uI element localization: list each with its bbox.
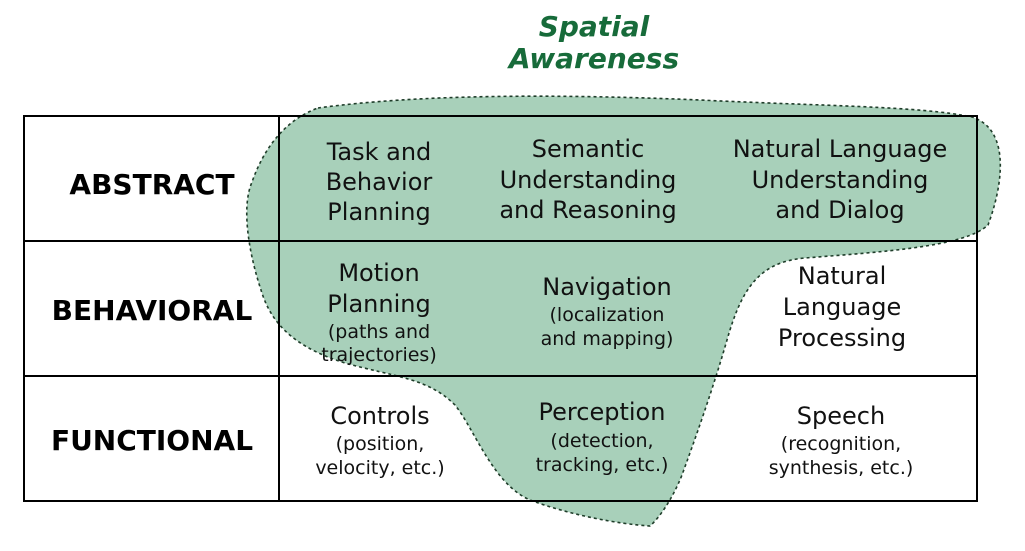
spatial-awareness-region xyxy=(246,95,1002,527)
svg-text:Understanding: Understanding xyxy=(752,166,929,194)
cell-perception: Perception (detection, tracking, etc.) xyxy=(536,398,669,476)
svg-text:Semantic: Semantic xyxy=(532,135,645,163)
svg-text:(position,: (position, xyxy=(336,433,425,455)
svg-text:Language: Language xyxy=(783,293,901,321)
svg-text:(localization: (localization xyxy=(550,304,665,326)
svg-text:(recognition,: (recognition, xyxy=(781,433,901,455)
svg-text:velocity, etc.): velocity, etc.) xyxy=(315,457,444,479)
svg-text:Motion: Motion xyxy=(338,259,419,287)
svg-text:Natural: Natural xyxy=(798,262,887,290)
diagram-title-line2: Awareness xyxy=(507,42,679,75)
diagram-title-line1: Spatial xyxy=(539,10,650,43)
svg-text:Task and: Task and xyxy=(326,138,432,166)
svg-text:Navigation: Navigation xyxy=(542,273,671,301)
svg-text:and Dialog: and Dialog xyxy=(775,196,904,224)
cell-speech: Speech (recognition, synthesis, etc.) xyxy=(769,402,914,479)
cell-nl-dialog: Natural Language Understanding and Dialo… xyxy=(733,135,948,224)
svg-text:(detection,: (detection, xyxy=(550,430,653,452)
svg-text:tracking, etc.): tracking, etc.) xyxy=(536,454,669,476)
svg-text:Understanding: Understanding xyxy=(500,166,677,194)
cell-nlp: Natural Language Processing xyxy=(778,262,906,352)
cell-semantic-understanding: Semantic Understanding and Reasoning xyxy=(499,135,676,224)
svg-text:Controls: Controls xyxy=(330,402,429,430)
svg-text:Perception: Perception xyxy=(539,398,666,426)
svg-text:and Reasoning: and Reasoning xyxy=(499,196,676,224)
row-label-behavioral: BEHAVIORAL xyxy=(52,294,253,327)
svg-text:(paths and: (paths and xyxy=(328,321,430,343)
cell-motion-planning: Motion Planning (paths and trajectories) xyxy=(321,259,436,366)
svg-text:Speech: Speech xyxy=(797,402,885,430)
cell-controls: Controls (position, velocity, etc.) xyxy=(315,402,444,479)
svg-text:trajectories): trajectories) xyxy=(321,344,436,366)
svg-text:and mapping): and mapping) xyxy=(541,328,674,350)
row-label-functional: FUNCTIONAL xyxy=(51,424,253,457)
svg-text:Behavior: Behavior xyxy=(326,168,433,196)
svg-text:Planning: Planning xyxy=(327,198,430,226)
svg-text:Processing: Processing xyxy=(778,324,906,352)
svg-text:synthesis, etc.): synthesis, etc.) xyxy=(769,457,914,479)
svg-text:Natural Language: Natural Language xyxy=(733,135,948,163)
cell-task-planning: Task and Behavior Planning xyxy=(326,138,433,226)
table-grid xyxy=(23,115,978,502)
row-label-abstract: ABSTRACT xyxy=(69,168,234,201)
svg-text:Planning: Planning xyxy=(327,290,430,318)
cell-navigation: Navigation (localization and mapping) xyxy=(541,273,674,350)
